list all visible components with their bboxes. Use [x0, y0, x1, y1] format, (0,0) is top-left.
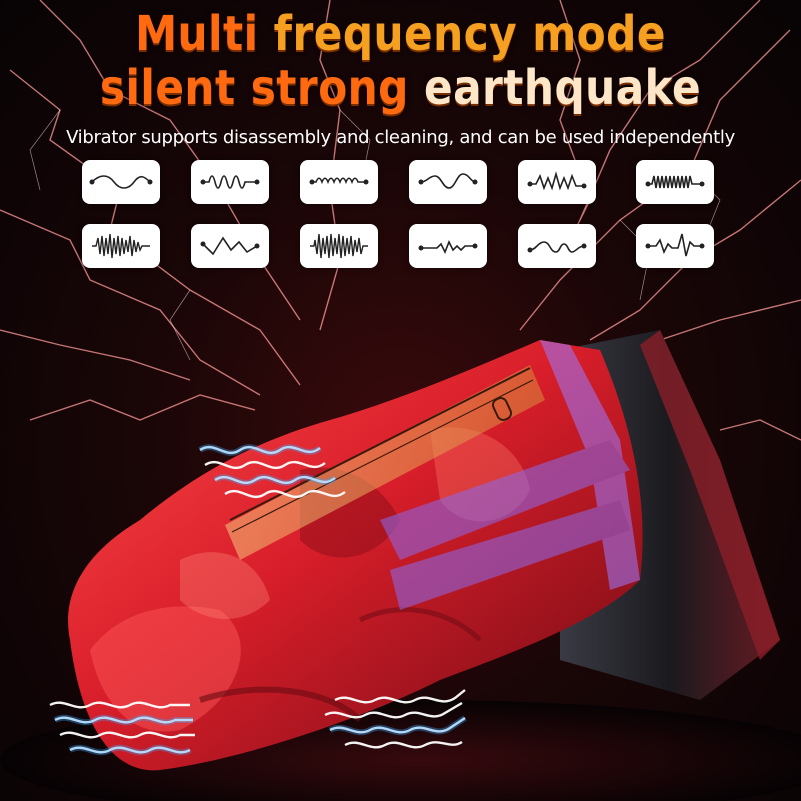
wave-mode-4-icon: [409, 160, 487, 204]
headline-earthquake: earthquake: [423, 60, 702, 116]
wave-mode-11-icon: [518, 224, 596, 268]
wave-mode-2-icon: [191, 160, 269, 204]
vibrator-insert: [225, 365, 545, 560]
wave-mode-5-icon: [518, 160, 596, 204]
wave-mode-6-icon: [636, 160, 714, 204]
headline-line-1: Multi frequency mode: [48, 10, 753, 58]
wave-mode-8-icon: [191, 224, 269, 268]
wave-mode-7-icon: [82, 224, 160, 268]
vibration-waves-bottom-right: [324, 689, 466, 749]
subtitle: Vibrator supports disassembly and cleani…: [66, 127, 735, 148]
vibration-waves-top: [199, 445, 346, 499]
stand-overlay: [380, 340, 640, 610]
wave-mode-10-icon: [409, 224, 487, 268]
headline-frequency-mode: frequency mode: [273, 6, 666, 62]
wave-mode-12-icon: [636, 224, 714, 268]
wave-mode-9-icon: [300, 224, 378, 268]
headline-line-2: silent strong earthquake: [48, 64, 753, 112]
vibration-waves-bottom-left: [49, 701, 195, 754]
headline-silent-strong: silent strong: [99, 60, 424, 116]
wave-mode-3-icon: [300, 160, 378, 204]
headline-word-multi: Multi: [135, 6, 274, 62]
wave-mode-1-icon: [82, 160, 160, 204]
